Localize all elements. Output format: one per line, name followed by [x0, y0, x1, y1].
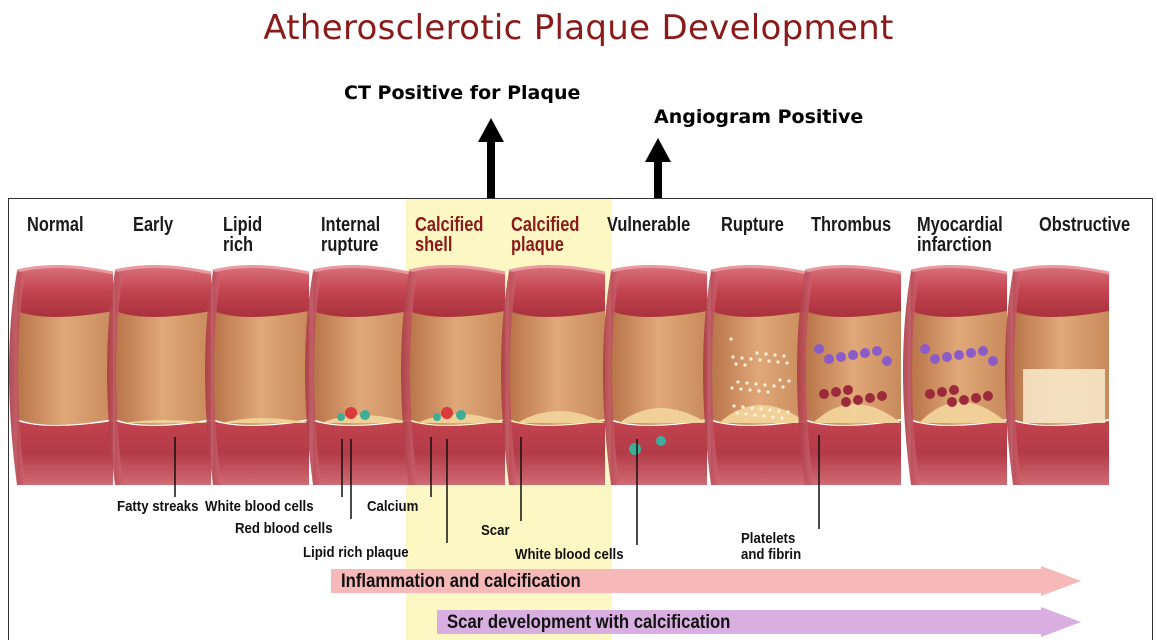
diagram-title: Atherosclerotic Plaque Development: [0, 8, 1157, 48]
pointer-lines: [9, 199, 1152, 640]
stages-panel: Normal Early Lipidrich Internalrupture C…: [8, 198, 1153, 640]
angiogram-positive-callout: Angiogram Positive: [654, 106, 863, 128]
ct-positive-callout: CT Positive for Plaque: [344, 82, 580, 104]
